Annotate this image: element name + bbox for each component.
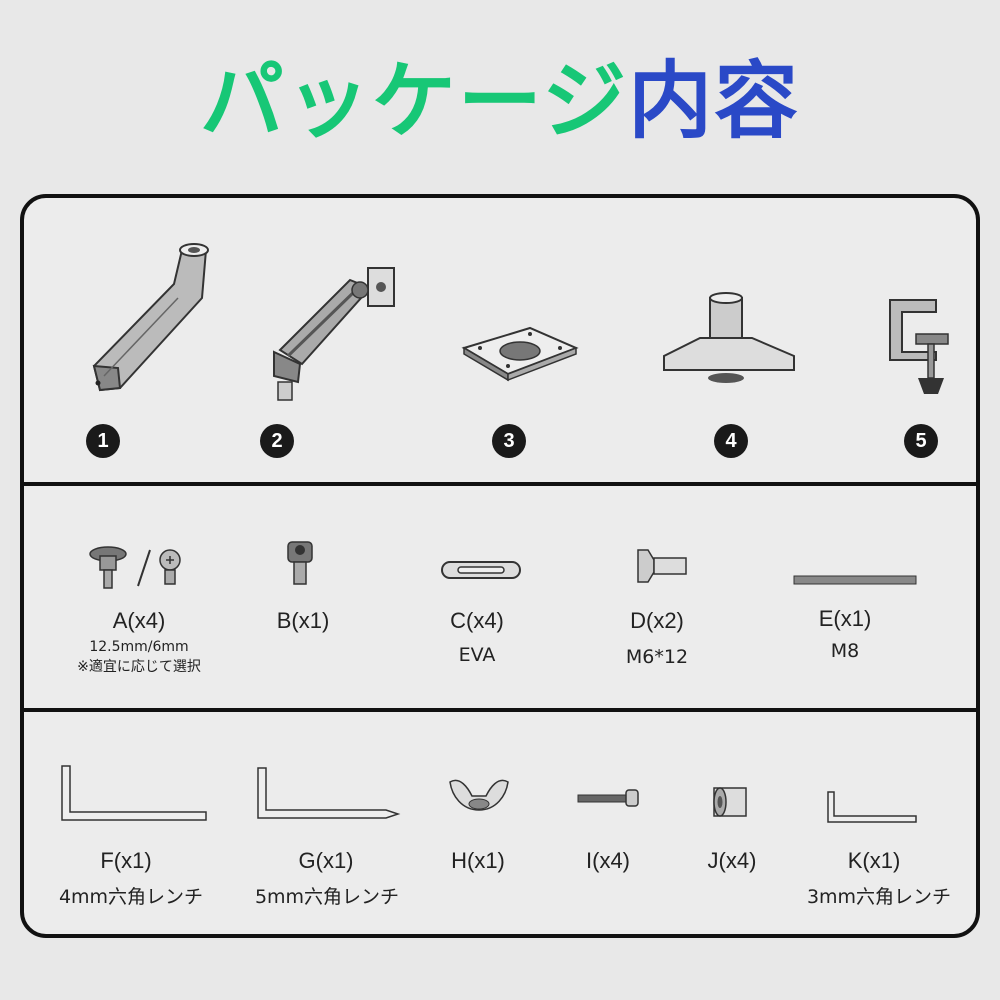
item-c-label: C(x4) — [450, 608, 504, 633]
gas-spring-arm-image — [273, 267, 395, 401]
item-c-material: EVA — [458, 644, 496, 666]
item-a-label: A(x4) — [112, 608, 166, 633]
item-a-note: ※適宜に応じて選択 — [77, 659, 201, 675]
item-k-label: K(x1) — [847, 848, 901, 873]
hex-key-3mm-image — [827, 791, 917, 823]
part-badge-3: 3 — [492, 424, 526, 458]
item-d-label: D(x2) — [630, 608, 684, 633]
page-title: パッケージ内容 — [0, 46, 1000, 156]
item-j-label: J(x4) — [707, 848, 757, 873]
item-d-size: M6*12 — [625, 646, 689, 668]
bolt-image — [577, 789, 639, 807]
hex-key-5mm-image — [257, 767, 401, 819]
item-h-label: H(x1) — [451, 848, 505, 873]
divider-2 — [24, 708, 976, 712]
item-f-desc: 4mm六角レンチ — [58, 886, 204, 908]
arm-segment-image — [92, 243, 209, 392]
countersunk-screw-image — [637, 549, 687, 583]
item-k-desc: 3mm六角レンチ — [806, 886, 952, 908]
item-b-label: B(x1) — [276, 608, 330, 633]
wing-nut-image — [449, 779, 509, 811]
item-e-label: E(x1) — [818, 606, 872, 631]
item-g-desc: 5mm六角レンチ — [254, 886, 400, 908]
desk-base-image — [663, 292, 795, 383]
knurled-screw-image — [287, 541, 313, 585]
spacer-sleeve-image — [713, 787, 747, 817]
contents-panel: 1 2 3 4 5 A(x4) 12.5mm/6mm ※適宜に応じて選択 B(x… — [20, 194, 980, 938]
title-part-1: パッケージ — [199, 52, 629, 150]
part-badge-4: 4 — [714, 424, 748, 458]
item-a-size: 12.5mm/6mm — [89, 639, 189, 655]
hex-key-4mm-image — [61, 765, 207, 821]
item-i-label: I(x4) — [586, 848, 630, 873]
part-badge-2: 2 — [260, 424, 294, 458]
eva-washer-image — [441, 561, 521, 579]
item-e-size: M8 — [830, 640, 860, 662]
threaded-rod-image — [793, 575, 917, 585]
part-badge-5: 5 — [904, 424, 938, 458]
vesa-plate-image — [461, 326, 579, 382]
item-g-label: G(x1) — [298, 848, 354, 873]
desk-clamp-image — [889, 299, 949, 394]
thumb-screw-image — [89, 546, 181, 589]
title-part-2: 内容 — [628, 52, 801, 150]
item-f-label: F(x1) — [100, 848, 152, 873]
part-badge-1: 1 — [86, 424, 120, 458]
divider-1 — [24, 482, 976, 486]
